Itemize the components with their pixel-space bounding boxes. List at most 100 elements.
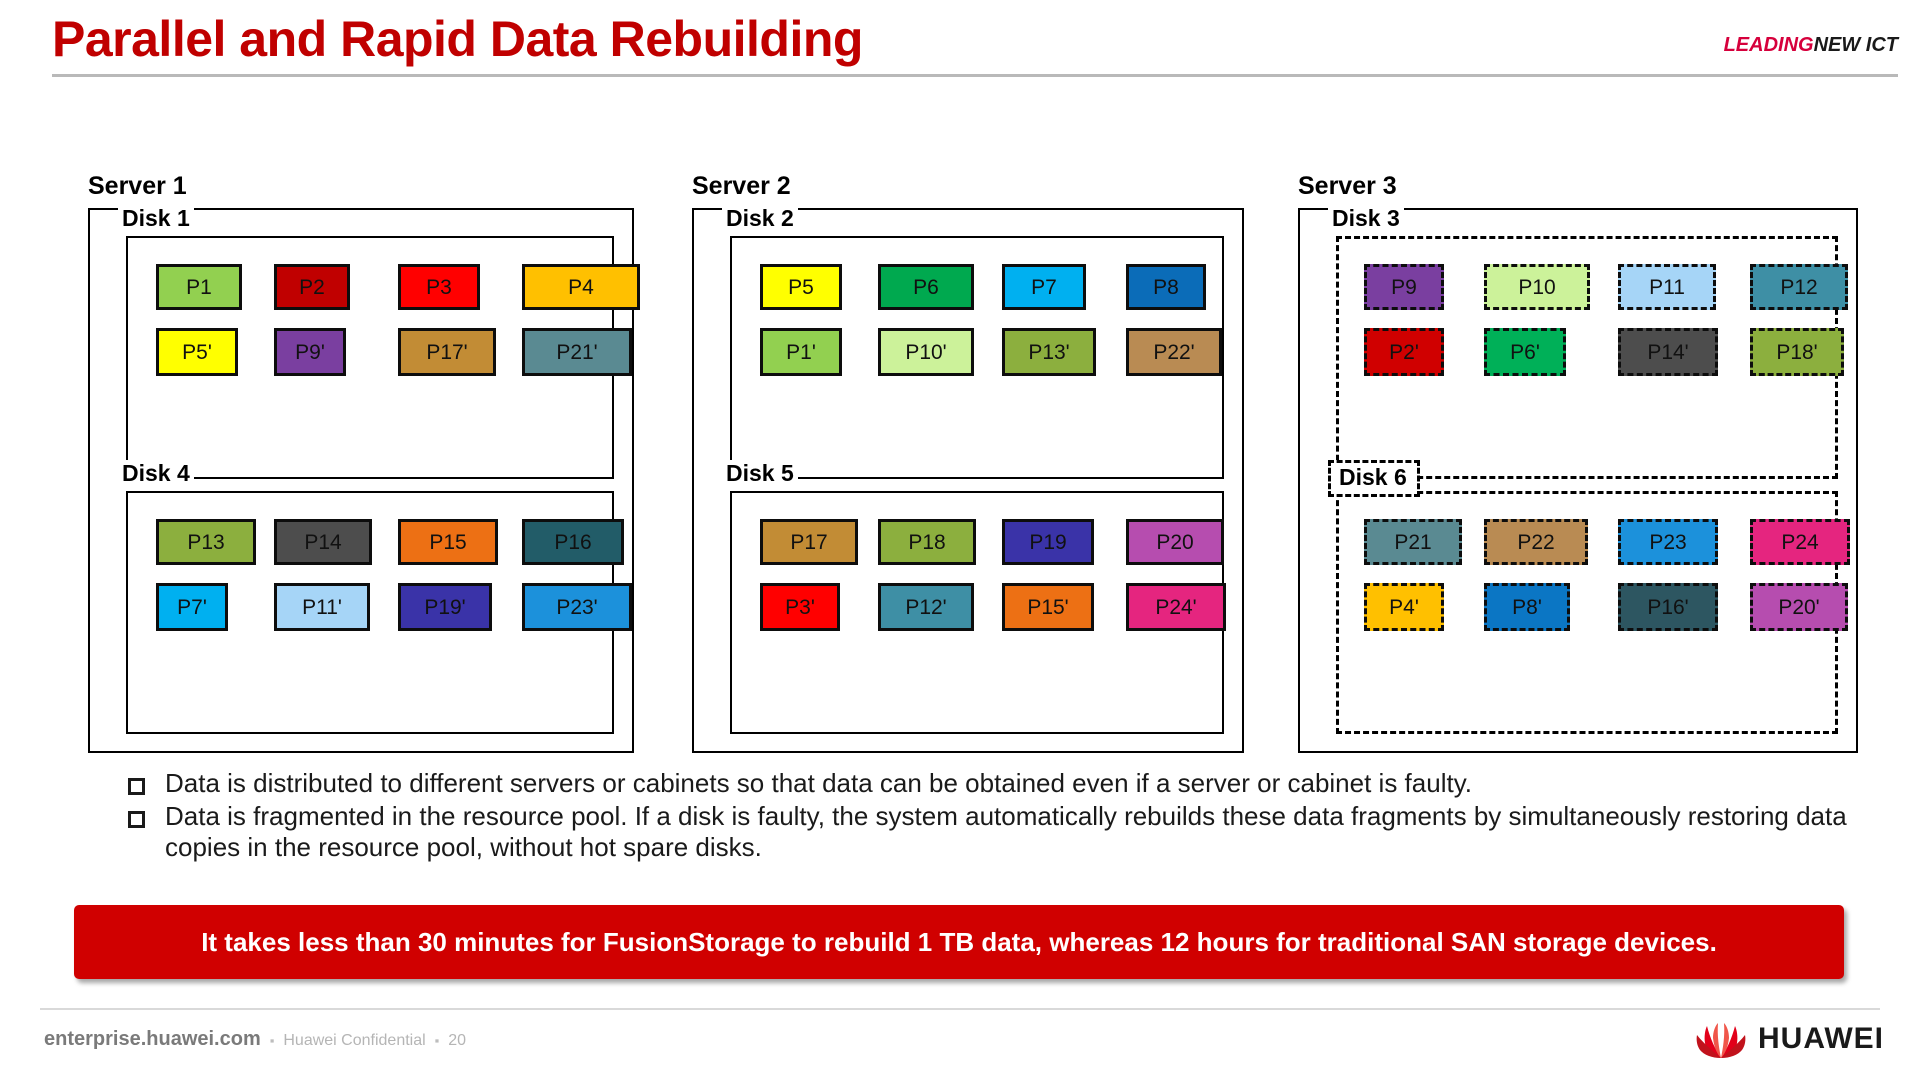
disk-label-disk-2: Disk 2 — [722, 205, 798, 232]
fragment-tile-p22-copy[interactable]: P22' — [1126, 328, 1222, 376]
footer-separator-1: ▪ — [269, 1033, 275, 1048]
fragment-tile-label: P2' — [1389, 340, 1419, 364]
fragment-tile-p15-copy[interactable]: P15' — [1002, 583, 1094, 631]
fragment-tile-p9-copy[interactable]: P9' — [274, 328, 346, 376]
fragment-tile-p24-copy[interactable]: P24' — [1126, 583, 1226, 631]
fragment-tile-p5-copy[interactable]: P5' — [156, 328, 238, 376]
fragment-tile-p8-copy[interactable]: P8' — [1484, 583, 1570, 631]
fragment-tile-p4[interactable]: P4 — [522, 264, 640, 310]
disk-label-disk-3: Disk 3 — [1328, 205, 1404, 232]
fragment-tile-p2[interactable]: P2 — [274, 264, 350, 310]
huawei-logo: HUAWEI — [1692, 1018, 1884, 1060]
fragment-tile-p16[interactable]: P16 — [522, 519, 624, 565]
bullet-text: Data is fragmented in the resource pool.… — [165, 801, 1847, 863]
fragment-tile-label: P17 — [790, 530, 828, 554]
fragment-tile-p4-copy[interactable]: P4' — [1364, 583, 1444, 631]
fragment-tile-label: P6' — [1510, 340, 1540, 364]
footer-site[interactable]: enterprise.huawei.com — [44, 1028, 261, 1050]
fragment-tile-label: P8 — [1153, 275, 1179, 299]
fragment-tile-label: P5' — [182, 340, 212, 364]
fragment-tile-p7[interactable]: P7 — [1002, 264, 1086, 310]
fragment-tile-p19[interactable]: P19 — [1002, 519, 1094, 565]
footer-confidential: Huawei Confidential — [283, 1032, 426, 1049]
fragment-tile-p11[interactable]: P11 — [1618, 264, 1716, 310]
fragment-tile-p20-copy[interactable]: P20' — [1750, 583, 1848, 631]
fragment-tile-label: P14 — [304, 530, 342, 554]
fragment-tile-label: P12 — [1780, 275, 1818, 299]
fragment-tile-label: P20' — [1778, 595, 1820, 619]
fragment-tile-label: P21 — [1394, 530, 1432, 554]
fragment-tile-label: P24' — [1155, 595, 1197, 619]
fragment-tile-p1[interactable]: P1 — [156, 264, 242, 310]
fragment-tile-label: P5 — [788, 275, 814, 299]
fragment-tile-p13[interactable]: P13 — [156, 519, 256, 565]
fragment-tile-p3-copy[interactable]: P3' — [760, 583, 840, 631]
fragment-tile-p21[interactable]: P21 — [1364, 519, 1462, 565]
fragment-tile-label: P1 — [186, 275, 212, 299]
fragment-tile-p23[interactable]: P23 — [1618, 519, 1718, 565]
fragment-tile-label: P4' — [1389, 595, 1419, 619]
fragment-tile-p14[interactable]: P14 — [274, 519, 372, 565]
fragment-tile-p10-copy[interactable]: P10' — [878, 328, 974, 376]
brand-new-ict: NEW ICT — [1813, 34, 1898, 56]
fragment-tile-label: P4 — [568, 275, 594, 299]
bullet-square-icon — [128, 811, 145, 829]
highlight-banner-text: It takes less than 30 minutes for Fusion… — [201, 926, 1717, 957]
fragment-tile-p16-copy[interactable]: P16' — [1618, 583, 1718, 631]
fragment-tile-p19-copy[interactable]: P19' — [398, 583, 492, 631]
fragment-tile-p7-copy[interactable]: P7' — [156, 583, 228, 631]
fragment-tile-p12-copy[interactable]: P12' — [878, 583, 974, 631]
huawei-flower-icon — [1696, 1023, 1746, 1058]
fragment-tile-p9[interactable]: P9 — [1364, 264, 1444, 310]
huawei-wordmark: HUAWEI — [1758, 1022, 1884, 1055]
fragment-tile-label: P23 — [1649, 530, 1687, 554]
fragment-tile-p10[interactable]: P10 — [1484, 264, 1590, 310]
fragment-tile-p2-copy[interactable]: P2' — [1364, 328, 1444, 376]
fragment-tile-label: P16' — [1647, 595, 1689, 619]
fragment-tile-label: P15' — [1027, 595, 1069, 619]
fragment-tile-p20[interactable]: P20 — [1126, 519, 1224, 565]
fragment-tile-p15[interactable]: P15 — [398, 519, 498, 565]
fragment-tile-p17[interactable]: P17 — [760, 519, 858, 565]
fragment-tile-p24[interactable]: P24 — [1750, 519, 1850, 565]
fragment-tile-p6-copy[interactable]: P6' — [1484, 328, 1566, 376]
fragment-tile-label: P9' — [295, 340, 325, 364]
fragment-tile-p13-copy[interactable]: P13' — [1002, 328, 1096, 376]
fragment-tile-label: P13 — [187, 530, 225, 554]
fragment-tile-p18-copy[interactable]: P18' — [1750, 328, 1844, 376]
fragment-tile-label: P13' — [1028, 340, 1070, 364]
fragment-tile-label: P24 — [1781, 530, 1819, 554]
brand-tagline: LEADINGNEW ICT — [1724, 34, 1898, 57]
fragment-tile-label: P14' — [1647, 340, 1689, 364]
footer-page-number: 20 — [448, 1032, 467, 1049]
fragment-tile-p1-copy[interactable]: P1' — [760, 328, 842, 376]
fragment-tile-p8[interactable]: P8 — [1126, 264, 1206, 310]
fragment-tile-p11-copy[interactable]: P11' — [274, 583, 370, 631]
fragment-tile-label: P1' — [786, 340, 816, 364]
bullet-text: Data is distributed to different servers… — [165, 768, 1472, 798]
fragment-tile-label: P22' — [1153, 340, 1195, 364]
disk-label-disk-4: Disk 4 — [118, 460, 194, 487]
fragment-tile-label: P8' — [1512, 595, 1542, 619]
fragment-tile-label: P19 — [1029, 530, 1067, 554]
bullet-list: Data is distributed to different servers… — [128, 768, 1888, 866]
fragment-tile-p21-copy[interactable]: P21' — [522, 328, 632, 376]
fragment-tile-label: P7 — [1031, 275, 1057, 299]
fragment-tile-label: P3 — [426, 275, 452, 299]
fragment-tile-p23-copy[interactable]: P23' — [522, 583, 632, 631]
bullet-square-icon — [128, 778, 145, 795]
fragment-tile-p17-copy[interactable]: P17' — [398, 328, 496, 376]
fragment-tile-label: P22 — [1517, 530, 1555, 554]
fragment-tile-p18[interactable]: P18 — [878, 519, 976, 565]
disk-label-disk-6: Disk 6 — [1328, 460, 1420, 497]
fragment-tile-p6[interactable]: P6 — [878, 264, 974, 310]
fragment-tile-label: P3' — [785, 595, 815, 619]
fragment-tile-p3[interactable]: P3 — [398, 264, 480, 310]
fragment-tile-p5[interactable]: P5 — [760, 264, 842, 310]
fragment-tile-p22[interactable]: P22 — [1484, 519, 1588, 565]
bullet-item-1: Data is distributed to different servers… — [128, 768, 1888, 799]
fragment-tile-p12[interactable]: P12 — [1750, 264, 1848, 310]
fragment-tile-p14-copy[interactable]: P14' — [1618, 328, 1718, 376]
brand-leading: LEADING — [1723, 34, 1814, 56]
fragment-tile-label: P23' — [556, 595, 598, 619]
